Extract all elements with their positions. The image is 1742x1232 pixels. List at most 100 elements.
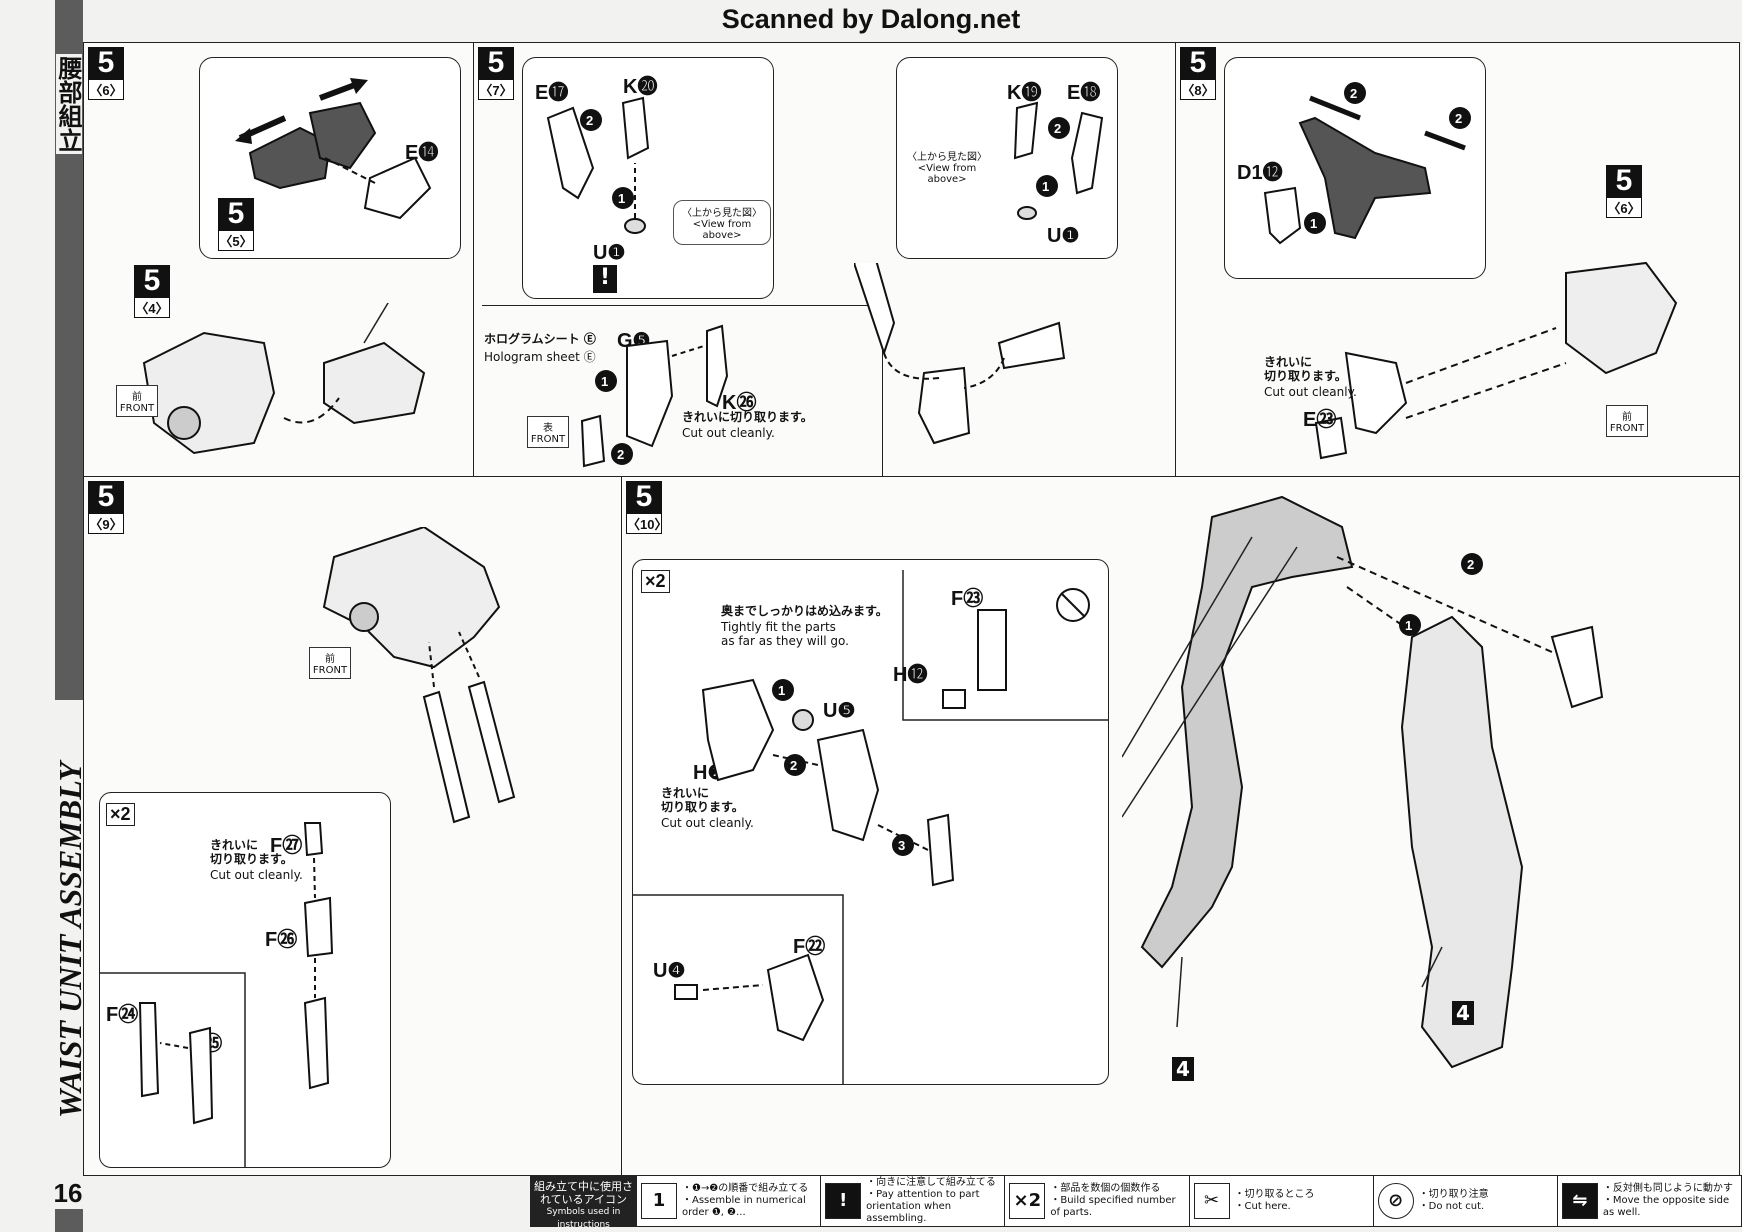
legend-en: ・Build specified number of parts. bbox=[1050, 1195, 1176, 1218]
step-badge: 5 〈7〉 bbox=[478, 47, 514, 100]
waist-armor-illustration bbox=[235, 78, 432, 220]
legend-title: 組み立て中に使用されているアイコン Symbols used in instru… bbox=[531, 1176, 636, 1230]
svg-text:1: 1 bbox=[778, 683, 785, 698]
legend-item-orientation: ! ・向きに注意して組み立てる・Pay attention to part or… bbox=[820, 1176, 1004, 1226]
view-from-above-note-2: 〈上から見た図〉 <View from above> bbox=[902, 148, 992, 185]
step-badge-inner: 5 〈5〉 bbox=[218, 198, 254, 251]
svg-text:1: 1 bbox=[1405, 618, 1412, 633]
omote-label: 表 bbox=[543, 423, 553, 434]
front-en: FRONT bbox=[1609, 423, 1645, 434]
step-sub: 〈4〉 bbox=[134, 297, 170, 318]
callout-4-right: 4 bbox=[1452, 1001, 1474, 1025]
fit-en-2: as far as they will go. bbox=[721, 634, 849, 648]
skirt-armor-parts-illustration bbox=[100, 822, 334, 1167]
legend-en: ・Pay attention to part orientation when … bbox=[866, 1189, 980, 1224]
part-label-u1-right: U❶ bbox=[1047, 225, 1080, 247]
step-sub: 〈10〉 bbox=[626, 513, 667, 534]
legend-item-opposite: ⇋ ・反対側も同じように動かす・Move the opposite side a… bbox=[1556, 1176, 1741, 1226]
legend-en: ・Do not cut. bbox=[1418, 1201, 1485, 1212]
cut-jp-a: きれいに bbox=[1264, 355, 1313, 369]
panel-step-7: 5 〈7〉 E⓱ K⓴ 2 1 U❶ ! 〈上から見た図〉 <View from… bbox=[473, 42, 1177, 478]
legend-jp: ・反対側も同じように動かす bbox=[1602, 1183, 1733, 1194]
callout-bubble-left: E⓱ K⓴ 2 1 U❶ ! 〈上から見た図〉 <View from above… bbox=[522, 57, 774, 299]
callout-4-left: 4 bbox=[1172, 1057, 1194, 1081]
hologram-en-text: Hologram sheet bbox=[484, 350, 580, 364]
shoulder-parts-mirror-illustration: 2 1 bbox=[1013, 101, 1104, 220]
front-en: FRONT bbox=[530, 434, 566, 445]
waist-unit-illustration bbox=[142, 303, 426, 455]
view-from-above-note: 〈上から見た図〉 <View from above> bbox=[673, 200, 771, 245]
legend-en: ・Assemble in numerical order ❶, ❷... bbox=[682, 1195, 806, 1218]
opposite-side-icon: ⇋ bbox=[1561, 1183, 1598, 1219]
part-label-u1: U❶ bbox=[593, 242, 626, 264]
front-indicator: 前 FRONT bbox=[309, 647, 351, 679]
quantity-x2-icon: ×2 bbox=[1009, 1183, 1046, 1219]
svg-text:2: 2 bbox=[1467, 557, 1474, 572]
cut-en: Cut out cleanly. bbox=[1264, 385, 1357, 399]
legend-jp: ・切り取り注意 bbox=[1418, 1189, 1489, 1200]
legend-title-en: Symbols used in instructions bbox=[546, 1207, 621, 1230]
step-badge: 5 〈6〉 bbox=[88, 47, 124, 100]
shoulder-parts-illustration: 2 1 bbox=[546, 96, 650, 234]
svg-text:2: 2 bbox=[617, 447, 624, 462]
front-indicator: 前 FRONT bbox=[116, 385, 158, 417]
part-label-k20: K⓴ bbox=[623, 76, 658, 98]
front-jp: 前 bbox=[132, 392, 142, 403]
cut-jp: きれいに切り取ります。 bbox=[682, 410, 813, 424]
page-number: 16 bbox=[50, 1178, 86, 1209]
step-sub: 〈5〉 bbox=[218, 230, 254, 251]
waist-skirt-illustration bbox=[322, 527, 516, 824]
fit-jp: 奥までしっかりはめ込みます。 bbox=[721, 604, 888, 618]
part-label-e18: E⓲ bbox=[1067, 82, 1101, 104]
view-jp: 〈上から見た図〉 bbox=[907, 152, 987, 163]
callout-bubble: D1⓬ 2 2 1 bbox=[1224, 57, 1486, 279]
quantity-x2-icon: ×2 bbox=[106, 803, 135, 826]
cut-jp-a: きれいに bbox=[210, 838, 259, 852]
front-indicator: 表 FRONT bbox=[527, 416, 569, 448]
sidebar-jp-title: 腰部組立 bbox=[54, 54, 82, 154]
x2-subpanel: ×2 奥までしっかりはめ込みます。 Tightly fit the parts … bbox=[632, 559, 1109, 1085]
svg-text:1: 1 bbox=[601, 374, 608, 389]
legend-title-jp: 組み立て中に使用されているアイコン bbox=[534, 1180, 633, 1206]
part-label-e17: E⓱ bbox=[535, 82, 569, 104]
part-label-k26: K㉖ bbox=[722, 392, 757, 414]
step-sub: 〈8〉 bbox=[1180, 79, 1216, 100]
legend-item-quantity: ×2 ・部品を数個の個数作る・Build specified number of… bbox=[1004, 1176, 1188, 1226]
step-badge: 5 〈10〉 bbox=[626, 481, 667, 534]
cut-en: Cut out cleanly. bbox=[682, 426, 775, 440]
legend-jp: ・切り取るところ bbox=[1234, 1189, 1315, 1200]
legend-jp: ・部品を数個の個数作る bbox=[1050, 1183, 1161, 1194]
svg-text:3: 3 bbox=[898, 838, 905, 853]
cut-en: Cut out cleanly. bbox=[661, 816, 754, 830]
cut-en: Cut out cleanly. bbox=[210, 868, 303, 882]
exclamation-icon: ! bbox=[825, 1183, 862, 1219]
watermark-text: Scanned by Dalong.net bbox=[721, 4, 1021, 34]
view-en: <View from above> bbox=[917, 163, 977, 185]
part-label-f24: F㉔ bbox=[106, 1004, 139, 1026]
assembled-waist-illustration bbox=[854, 263, 1066, 445]
part-label-k19: K⓳ bbox=[1007, 82, 1042, 104]
step-badge-inner: 5 〈6〉 bbox=[1606, 165, 1642, 218]
part-label-f22: F㉒ bbox=[793, 936, 826, 958]
svg-text:1: 1 bbox=[618, 191, 625, 206]
part-label-f26: F㉖ bbox=[265, 929, 298, 951]
step-sub: 〈9〉 bbox=[88, 513, 124, 534]
front-jp: 前 bbox=[325, 654, 335, 665]
part-label-f27: F㉗ bbox=[270, 835, 303, 857]
cut-jp-a: きれいに bbox=[661, 786, 710, 800]
part-label-e23: E㉓ bbox=[1303, 409, 1337, 431]
svg-text:2: 2 bbox=[586, 113, 593, 128]
hologram-en: Hologram sheet Ⓔ bbox=[484, 350, 596, 364]
cut-jp-b: 切り取ります。 bbox=[661, 800, 744, 814]
legend-jp: ・向きに注意して組み立てる bbox=[866, 1177, 996, 1188]
step-badge: 5 〈9〉 bbox=[88, 481, 124, 534]
callout-bubble-right: K⓳ E⓲ 2 1 〈上から見た図〉 <View from above> U❶ bbox=[896, 57, 1118, 259]
fit-en-1: Tightly fit the parts bbox=[721, 620, 836, 634]
legend-item-do-not-cut: ⊘ ・切り取り注意・Do not cut. bbox=[1372, 1176, 1557, 1226]
step-number: 5 bbox=[626, 481, 662, 513]
front-en: FRONT bbox=[119, 403, 155, 414]
front-en: FRONT bbox=[312, 665, 348, 676]
part-label-d1-12: D1⓬ bbox=[1237, 162, 1283, 184]
svg-text:1: 1 bbox=[1310, 216, 1317, 231]
chest-part-illustration: 1 2 bbox=[580, 324, 729, 468]
